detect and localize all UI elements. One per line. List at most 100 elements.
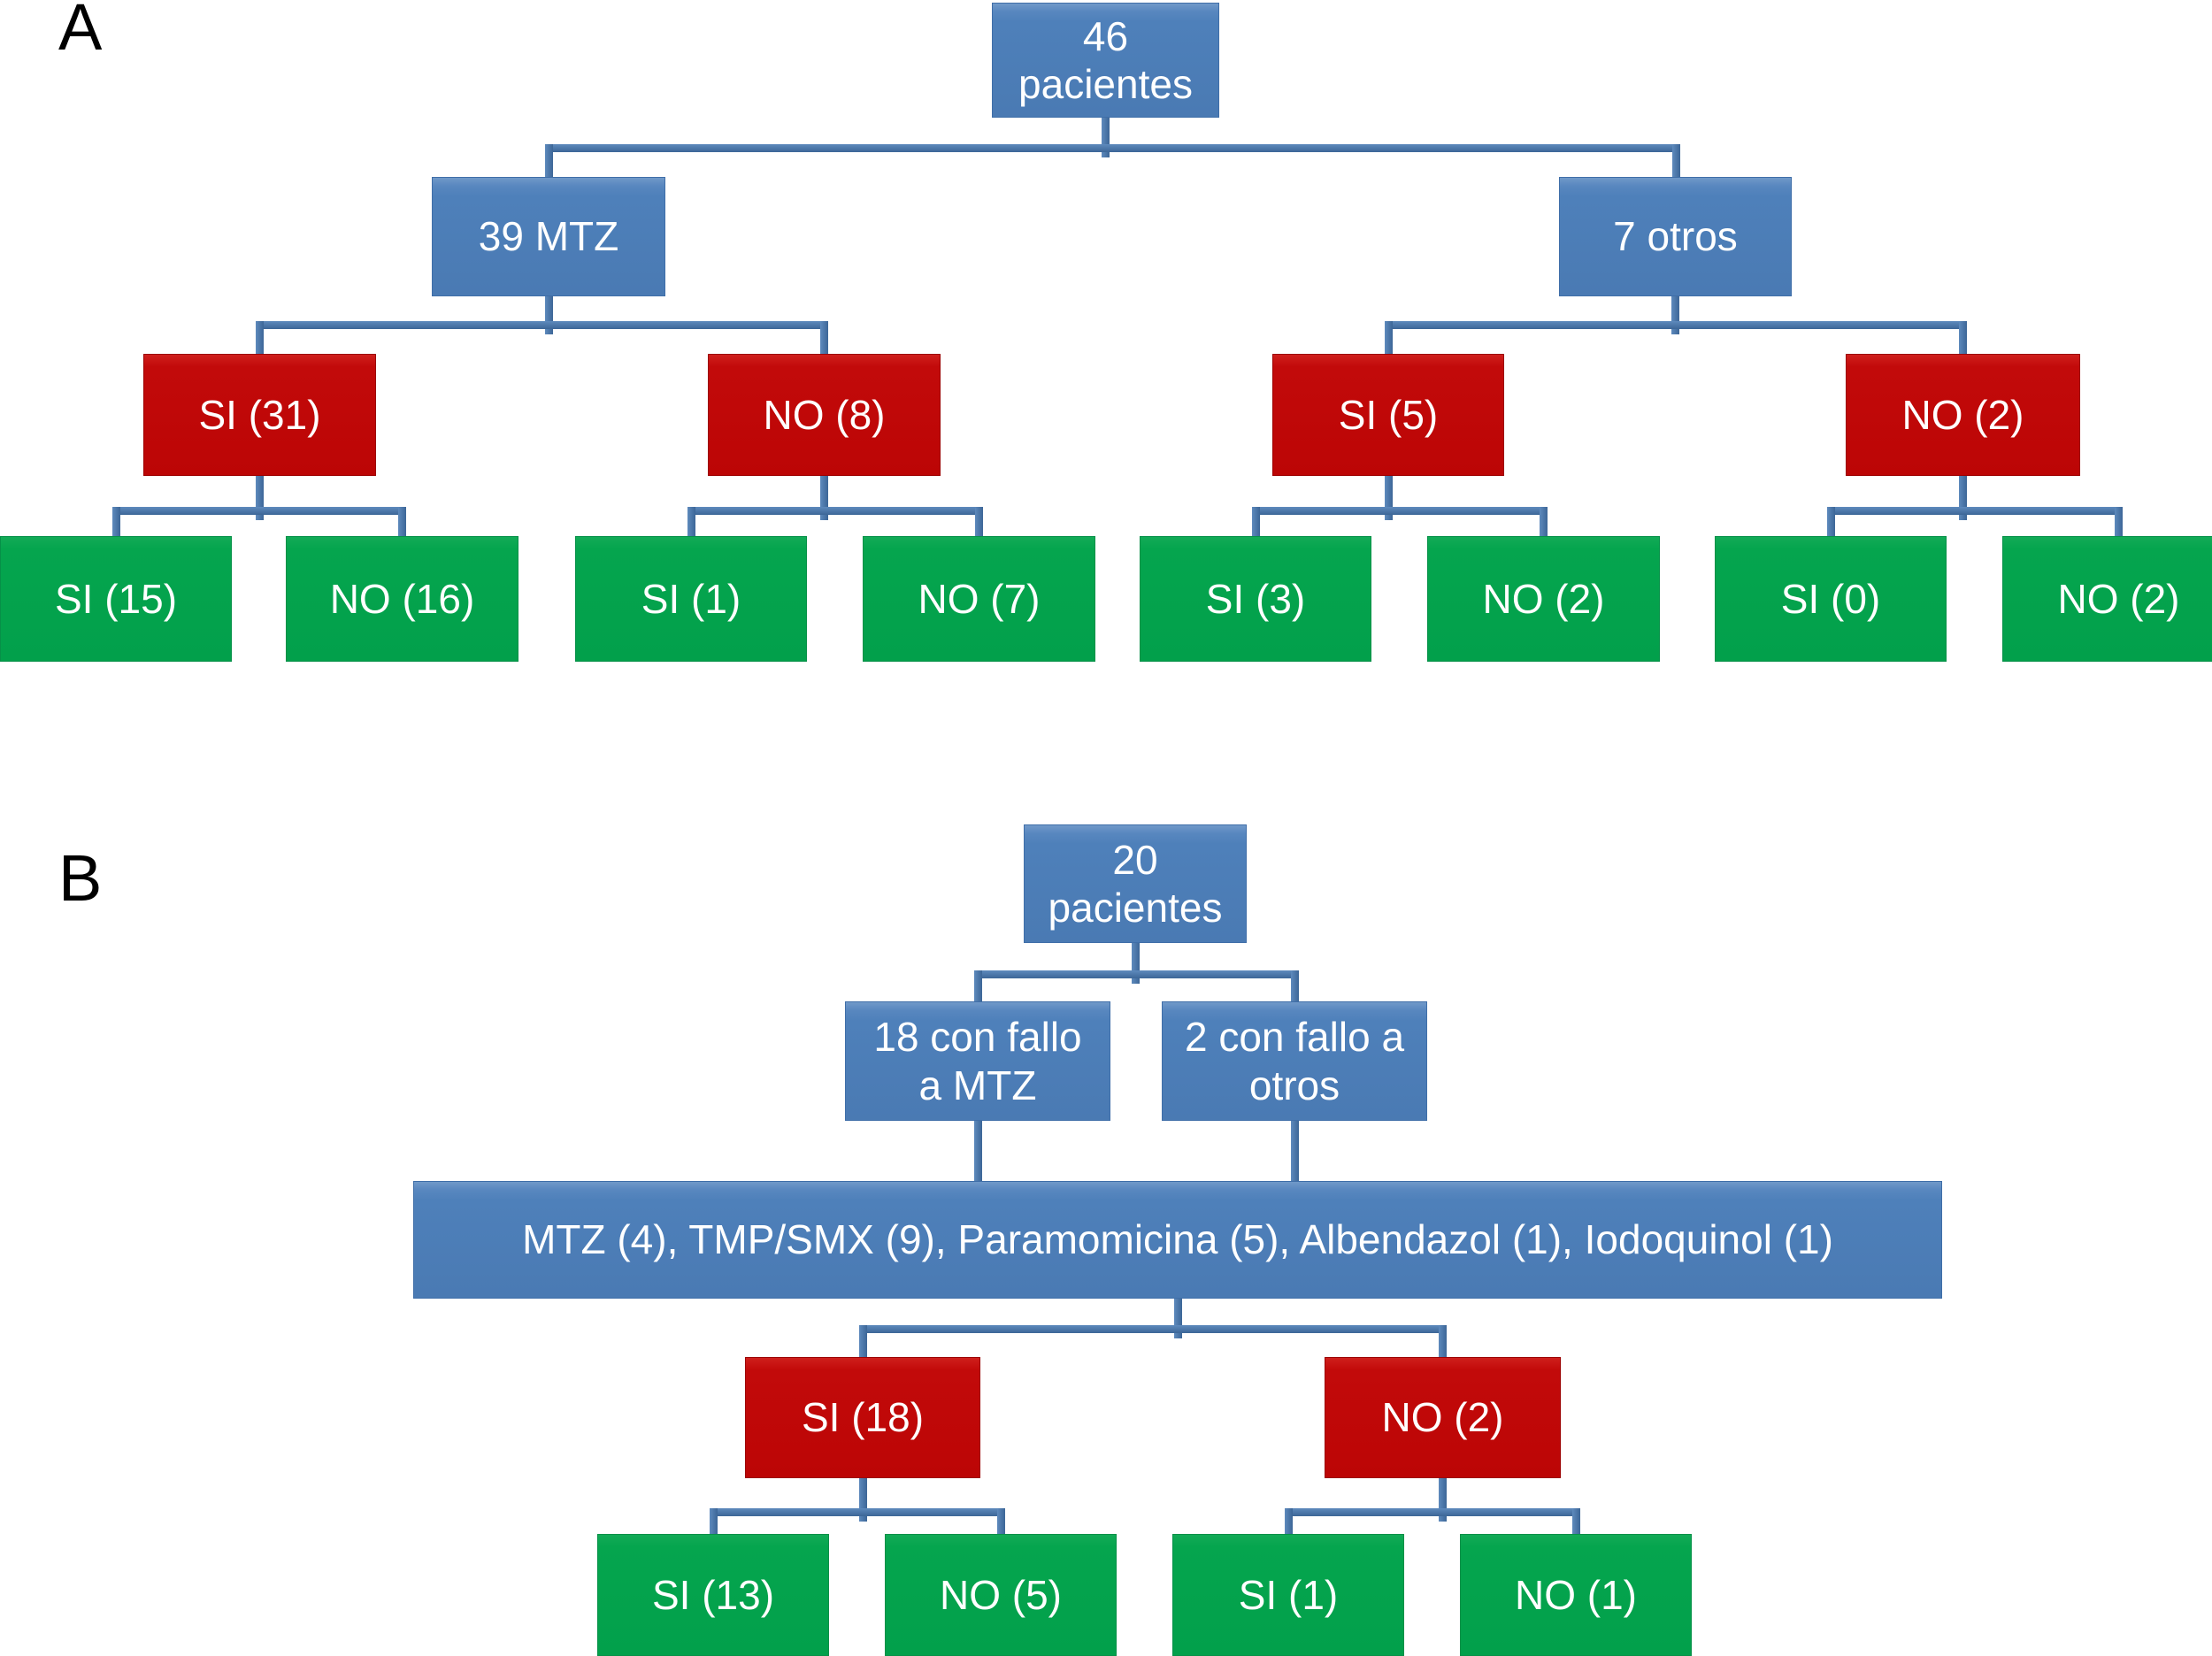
b-outcome-box-3: SI (1) — [1172, 1534, 1404, 1656]
panel-b-label: B — [58, 841, 103, 915]
a-mtz-treatment-box: 39 MTZ — [432, 177, 665, 296]
b-other-failure-box: 2 con fallo a otros — [1162, 1001, 1427, 1121]
connector-segment — [1959, 476, 1967, 520]
connector-segment — [111, 507, 406, 515]
a-outcome-box-6: NO (2) — [1427, 536, 1660, 662]
connector-segment — [973, 970, 982, 1001]
b-other-failure-line1: 2 con fallo a — [1184, 1014, 1405, 1061]
a-other-treatment-label: 7 otros — [1613, 213, 1738, 260]
connector-segment — [687, 507, 695, 536]
connector-segment — [1571, 1508, 1580, 1534]
a-outcome-box-2: NO (16) — [286, 536, 518, 662]
connector-segment — [544, 296, 553, 334]
connector-segment — [1102, 118, 1110, 157]
connector-segment — [1251, 507, 1260, 536]
b-mtz-failure-line1: 18 con fallo — [873, 1014, 1082, 1061]
connector-segment — [398, 507, 406, 536]
b-response-yes-label: SI (18) — [801, 1394, 925, 1441]
a-outcome-label-8: NO (2) — [2057, 575, 2180, 622]
b-other-failure-line2: otros — [1248, 1062, 1340, 1108]
b-total-patients-word: pacientes — [1048, 885, 1223, 931]
b-response-yes-box: SI (18) — [745, 1357, 980, 1478]
connector-segment — [1671, 296, 1679, 334]
connector-segment — [1173, 1299, 1182, 1338]
connector-segment — [1131, 943, 1140, 984]
a-outcome-label-6: NO (2) — [1482, 575, 1605, 622]
b-response-no-box: NO (2) — [1325, 1357, 1561, 1478]
connector-segment — [820, 321, 828, 354]
a-outcome-label-1: SI (15) — [54, 575, 178, 622]
connector-segment — [2115, 507, 2123, 536]
b-outcome-box-2: NO (5) — [885, 1534, 1117, 1656]
a-outcome-box-1: SI (15) — [0, 536, 232, 662]
b-retreatment-label: MTZ (4), TMP/SMX (9), Paramomicina (5), … — [522, 1216, 1833, 1263]
connector-segment — [544, 144, 1680, 152]
connector-segment — [1540, 507, 1548, 536]
b-outcome-label-3: SI (1) — [1238, 1571, 1339, 1618]
a-other-response-yes-label: SI (5) — [1338, 391, 1439, 438]
a-total-patients-box: 46 pacientes — [992, 3, 1219, 118]
connector-segment — [1384, 321, 1393, 354]
connector-segment — [709, 1508, 1005, 1516]
b-outcome-box-1: SI (13) — [597, 1534, 829, 1656]
b-total-patients-box: 20 pacientes — [1024, 824, 1247, 943]
a-total-patients-count: 46 — [1082, 12, 1129, 59]
connector-segment — [687, 507, 983, 515]
a-outcome-box-3: SI (1) — [575, 536, 807, 662]
connector-segment — [1826, 507, 1835, 536]
connector-segment — [256, 321, 264, 354]
b-outcome-box-4: NO (1) — [1460, 1534, 1692, 1656]
a-mtz-response-yes-label: SI (31) — [198, 391, 321, 438]
connector-segment — [1290, 1121, 1299, 1181]
a-outcome-label-3: SI (1) — [641, 575, 741, 622]
connector-segment — [1439, 1325, 1447, 1357]
connector-segment — [256, 476, 264, 520]
panel-a-label: A — [58, 0, 103, 64]
connector-segment — [1384, 321, 1967, 329]
a-other-response-no-box: NO (2) — [1846, 354, 2080, 476]
a-outcome-label-7: SI (0) — [1780, 575, 1881, 622]
connector-segment — [1251, 507, 1548, 515]
b-total-patients-count: 20 — [1112, 836, 1158, 883]
connector-segment — [709, 1508, 718, 1534]
a-outcome-box-8: NO (2) — [2002, 536, 2212, 662]
connector-segment — [975, 507, 983, 536]
b-outcome-label-4: NO (1) — [1515, 1571, 1637, 1618]
connector-segment — [1959, 321, 1967, 354]
connector-segment — [1284, 1508, 1293, 1534]
connector-segment — [1671, 144, 1680, 177]
connector-segment — [858, 1478, 867, 1522]
connector-segment — [973, 1121, 982, 1181]
a-total-patients-word: pacientes — [1018, 61, 1193, 107]
a-outcome-box-7: SI (0) — [1715, 536, 1947, 662]
connector-segment — [111, 507, 120, 536]
a-outcome-label-5: SI (3) — [1205, 575, 1306, 622]
connector-segment — [973, 970, 1299, 978]
a-mtz-response-no-box: NO (8) — [708, 354, 941, 476]
connector-segment — [820, 476, 828, 520]
a-outcome-label-2: NO (16) — [329, 575, 475, 622]
connector-segment — [1384, 476, 1393, 520]
connector-segment — [1826, 507, 2123, 515]
connector-segment — [996, 1508, 1005, 1534]
a-other-response-yes-box: SI (5) — [1272, 354, 1504, 476]
a-other-treatment-box: 7 otros — [1559, 177, 1792, 296]
a-outcome-box-5: SI (3) — [1140, 536, 1371, 662]
connector-segment — [1439, 1478, 1447, 1522]
a-other-response-no-label: NO (2) — [1901, 391, 2024, 438]
b-response-no-label: NO (2) — [1381, 1394, 1504, 1441]
connector-segment — [1290, 970, 1299, 1001]
a-outcome-box-4: NO (7) — [863, 536, 1095, 662]
b-mtz-failure-line2: a MTZ — [918, 1062, 1037, 1108]
b-outcome-label-2: NO (5) — [940, 1571, 1062, 1618]
connector-segment — [544, 144, 553, 177]
a-outcome-label-4: NO (7) — [918, 575, 1041, 622]
b-retreatment-box: MTZ (4), TMP/SMX (9), Paramomicina (5), … — [413, 1181, 1942, 1299]
b-mtz-failure-box: 18 con fallo a MTZ — [845, 1001, 1110, 1121]
a-mtz-response-no-label: NO (8) — [763, 391, 886, 438]
connector-segment — [858, 1325, 867, 1357]
a-mtz-treatment-label: 39 MTZ — [478, 213, 619, 260]
b-outcome-label-1: SI (13) — [651, 1571, 775, 1618]
connector-segment — [858, 1325, 1447, 1333]
